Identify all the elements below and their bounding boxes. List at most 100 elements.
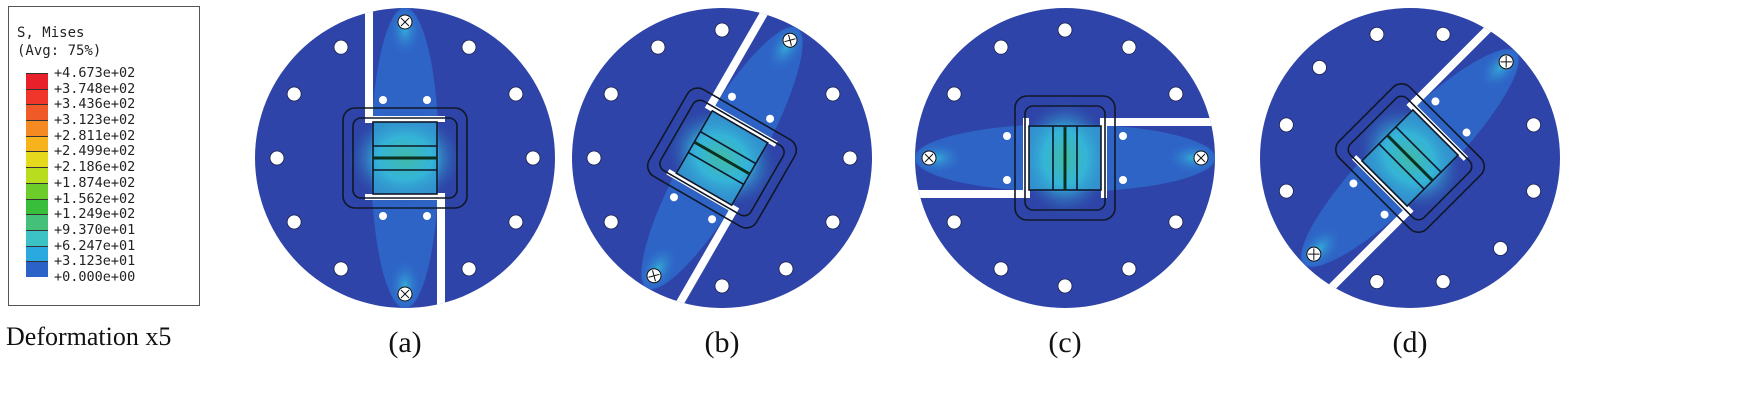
bolt-hole xyxy=(1168,86,1184,102)
bolt-hole xyxy=(333,261,349,277)
bolt-hole xyxy=(1369,274,1385,290)
bolt-hole xyxy=(1526,117,1542,133)
contour-panel xyxy=(572,0,872,317)
legend-swatch xyxy=(26,104,48,121)
legend-label: +2.811e+02 xyxy=(54,127,136,144)
central-block xyxy=(1014,95,1116,221)
contour-panel xyxy=(1260,7,1560,308)
bolt-hole xyxy=(461,39,477,55)
central-block xyxy=(342,107,468,209)
bolt-hole xyxy=(1278,117,1294,133)
small-hole xyxy=(423,212,431,220)
small-hole xyxy=(669,193,678,202)
plate-slots xyxy=(1319,16,1501,300)
stress-spot xyxy=(389,8,421,56)
stress-spot xyxy=(389,260,421,308)
bolt-hole xyxy=(946,214,962,230)
bolt-hole xyxy=(333,39,349,55)
anchor-bolt xyxy=(782,32,798,48)
small-hole xyxy=(1119,176,1127,184)
bolt-holes xyxy=(586,22,858,294)
stress-spot xyxy=(1167,142,1215,174)
legend-label: +3.748e+02 xyxy=(54,80,136,97)
bolt-hole xyxy=(778,261,794,277)
legend-swatch xyxy=(26,120,48,136)
anchor-bolt xyxy=(1193,150,1209,166)
central-block xyxy=(646,87,798,229)
legend-subtitle: (Avg: 75%) xyxy=(17,43,102,59)
small-hole xyxy=(727,92,736,101)
bolt-hole xyxy=(842,150,858,166)
central-block xyxy=(1334,82,1486,234)
panel-label: (b) xyxy=(704,326,740,359)
bolt-hole xyxy=(1435,274,1451,290)
legend-swatch xyxy=(26,214,48,230)
bolt-hole xyxy=(603,86,619,102)
contour-plots xyxy=(255,0,1560,317)
legend: S, Mises (Avg: 75%) +4.673e+02+3.748e+02… xyxy=(8,6,200,306)
legend-swatch xyxy=(26,182,48,199)
legend-swatch xyxy=(26,198,48,215)
anchor-bolt xyxy=(1306,246,1322,262)
bolt-hole xyxy=(825,86,841,102)
legend-label: +2.499e+02 xyxy=(54,143,136,160)
legend-label: +3.123e+02 xyxy=(54,112,136,129)
bolt-hole xyxy=(1493,241,1508,256)
anchor-bolt xyxy=(646,268,662,284)
legend-label: +0.000e+00 xyxy=(54,268,136,285)
bolt-hole xyxy=(286,86,302,102)
bolt-hole xyxy=(714,278,730,294)
legend-swatch xyxy=(26,261,48,277)
legend-swatch xyxy=(26,167,48,183)
small-hole xyxy=(1003,176,1011,184)
bolt-hole xyxy=(1168,214,1184,230)
bolt-hole xyxy=(461,261,477,277)
legend-swatch xyxy=(26,151,48,168)
small-hole xyxy=(379,96,387,104)
bolt-hole xyxy=(1057,22,1073,38)
deformation-note: Deformation x5 xyxy=(6,322,172,351)
legend-title: S, Mises xyxy=(17,25,85,41)
legend-label: +6.247e+01 xyxy=(54,237,136,254)
panel-label: (d) xyxy=(1392,326,1428,359)
legend-label: +1.874e+02 xyxy=(54,174,136,191)
legend-label: +3.436e+02 xyxy=(54,96,136,113)
bolt-hole xyxy=(1369,26,1385,42)
bolt-hole xyxy=(586,150,602,166)
bolt-hole xyxy=(525,150,541,166)
bolt-hole xyxy=(1526,183,1542,199)
small-hole xyxy=(1119,132,1127,140)
bolt-hole xyxy=(993,261,1009,277)
bolt-hole xyxy=(508,86,524,102)
bolt-hole xyxy=(1057,278,1073,294)
bolt-hole xyxy=(714,22,730,38)
bolt-hole xyxy=(1435,26,1451,42)
legend-label: +9.370e+01 xyxy=(54,221,136,238)
small-hole xyxy=(379,212,387,220)
legend-label: +1.562e+02 xyxy=(54,190,136,207)
small-hole xyxy=(1349,179,1358,188)
anchor-bolt xyxy=(921,150,937,166)
bolt-hole xyxy=(1278,183,1294,199)
legend-swatch xyxy=(26,245,48,262)
small-hole xyxy=(1003,132,1011,140)
small-hole xyxy=(1462,128,1471,137)
anchor-bolt xyxy=(397,286,413,302)
legend-label: +3.123e+01 xyxy=(54,253,136,270)
bolt-hole xyxy=(946,86,962,102)
contour-panel xyxy=(255,8,555,308)
plate-slots xyxy=(365,8,445,308)
legend-swatch xyxy=(26,73,48,89)
small-hole xyxy=(1431,97,1440,106)
bolt-hole xyxy=(269,150,285,166)
anchor-bolt xyxy=(397,14,413,30)
bolt-holes xyxy=(946,22,1184,294)
anchor-bolt xyxy=(1498,54,1514,70)
bolt-hole xyxy=(1121,261,1137,277)
bolt-holes xyxy=(269,39,541,277)
bolt-hole xyxy=(650,39,666,55)
legend-swatch xyxy=(26,88,48,105)
bolt-hole xyxy=(286,214,302,230)
panel-label: (c) xyxy=(1048,326,1082,359)
small-hole xyxy=(708,215,717,224)
